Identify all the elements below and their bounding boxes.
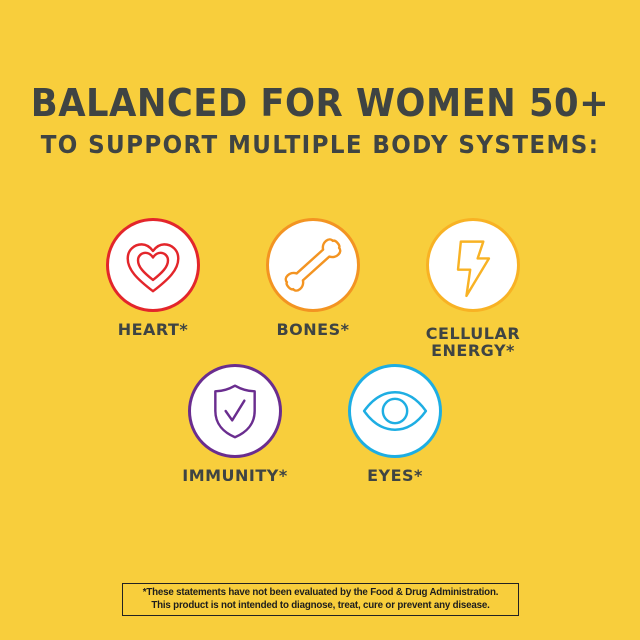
lightning-bolt-icon bbox=[456, 240, 491, 298]
heart-icon bbox=[126, 243, 180, 293]
headline-title: BALANCED FOR WOMEN 50+ bbox=[30, 81, 610, 125]
shield-check-icon bbox=[214, 384, 256, 439]
cellular-energy-badge bbox=[426, 218, 520, 312]
cellular-energy-label-line1: CELLULAR bbox=[425, 324, 521, 343]
cellular-energy-label-line2: ENERGY* bbox=[431, 341, 515, 360]
fda-disclaimer: *These statements have not been evaluate… bbox=[122, 583, 519, 616]
disclaimer-line1: *These statements have not been evaluate… bbox=[142, 586, 499, 598]
immunity-label: IMMUNITY* bbox=[182, 466, 288, 485]
immunity-badge bbox=[188, 364, 282, 458]
disclaimer-line2: This product is not intended to diagnose… bbox=[151, 599, 490, 611]
headline-subtitle: TO SUPPORT MULTIPLE BODY SYSTEMS: bbox=[40, 130, 600, 159]
bone-icon bbox=[284, 238, 342, 292]
heart-label: HEART* bbox=[117, 320, 189, 339]
bones-label: BONES* bbox=[276, 320, 350, 339]
eyes-label: EYES* bbox=[367, 466, 423, 485]
eyes-badge bbox=[348, 364, 442, 458]
cellular-energy-label: CELLULAR ENERGY* bbox=[393, 325, 553, 359]
bones-badge bbox=[266, 218, 360, 312]
heart-badge bbox=[106, 218, 200, 312]
eye-icon bbox=[362, 391, 428, 431]
